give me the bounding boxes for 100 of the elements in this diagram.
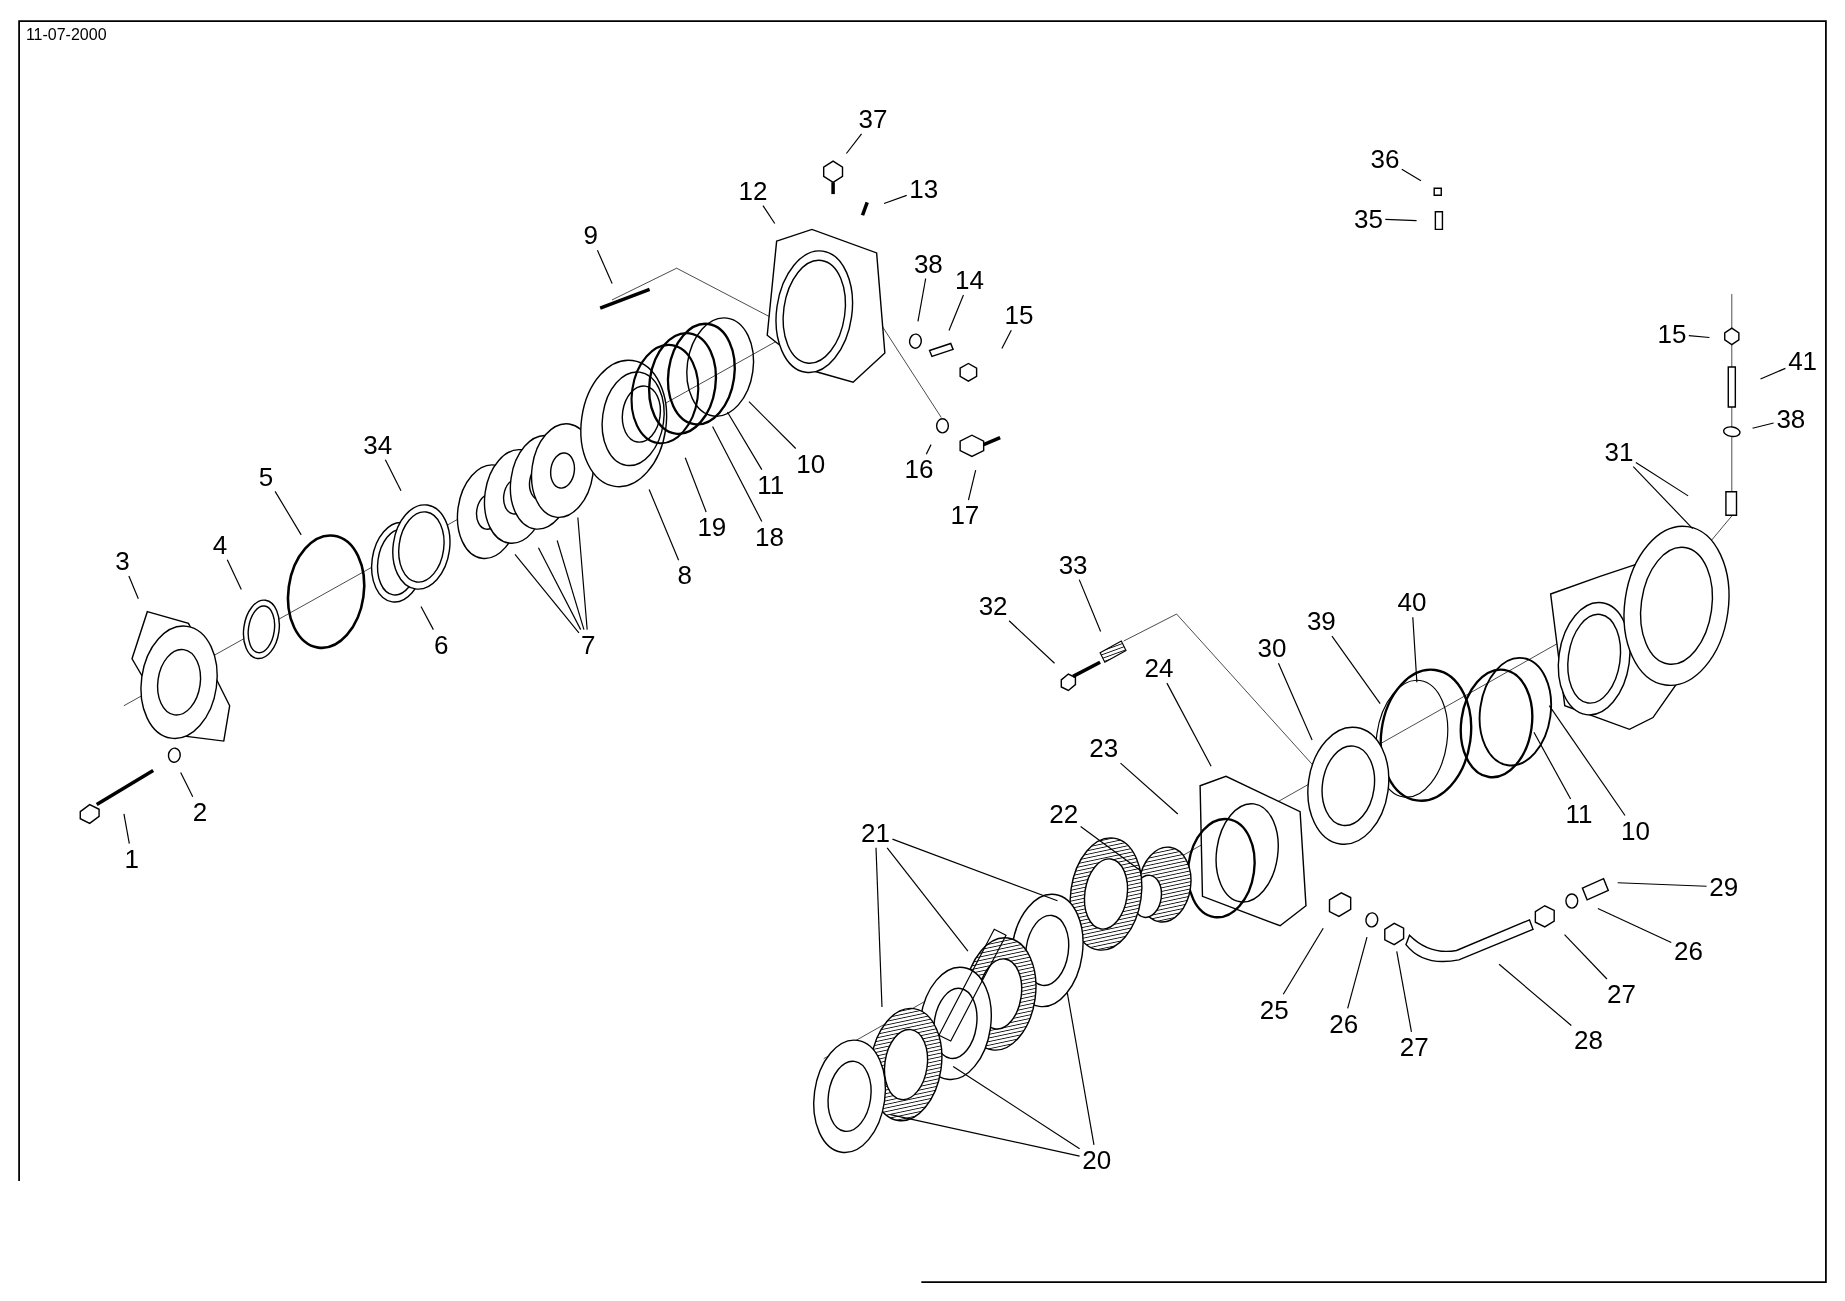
leader-line (917, 277, 927, 322)
callout-number: 32 (976, 590, 1011, 621)
leader-line (1008, 620, 1056, 664)
callout-number: 19 (694, 512, 729, 543)
callout-number: 37 (856, 103, 891, 134)
leader-line (1277, 662, 1313, 741)
callout-number: 20 (1079, 1145, 1114, 1176)
callout-number: 15 (1002, 300, 1036, 331)
callout-number: 30 (1254, 633, 1289, 664)
leader-line (1498, 963, 1572, 1027)
callout-number: 27 (1397, 1032, 1432, 1063)
leader-line (886, 847, 969, 952)
leader-line (1166, 682, 1212, 767)
callout-number: 40 (1395, 587, 1429, 618)
callout-number: 28 (1571, 1025, 1606, 1056)
leader-line (1632, 466, 1694, 530)
callout-number: 6 (431, 629, 451, 660)
callout-number: 8 (675, 560, 695, 591)
leader-line (948, 294, 965, 331)
callout-number: 1 (122, 843, 142, 874)
callout-number: 27 (1604, 979, 1639, 1010)
callout-number: 31 (1602, 436, 1637, 467)
leader-line (762, 204, 776, 225)
leader-line (891, 838, 1059, 902)
callout-number: 26 (1326, 1008, 1361, 1039)
callout-number: 5 (256, 461, 276, 492)
callout-number: 10 (1618, 815, 1653, 846)
leader-line (1548, 705, 1626, 817)
leader-line (384, 459, 402, 492)
leader-line (1635, 461, 1689, 497)
callout-number: 21 (858, 818, 893, 849)
leader-line (226, 559, 242, 591)
callout-number: 10 (793, 448, 828, 479)
leader-line (925, 444, 932, 455)
date-label: 11-07-2000 (25, 25, 107, 44)
leader-line (1597, 908, 1672, 944)
leader-line (537, 547, 582, 631)
leader-line (556, 539, 585, 631)
leader-line (1401, 168, 1422, 182)
leader-line (1412, 616, 1418, 683)
leader-line (684, 457, 707, 513)
callout-number: 18 (752, 521, 787, 552)
leader-line (726, 411, 763, 471)
callout-number: 16 (901, 454, 936, 485)
leader-line (123, 813, 130, 845)
leader-line (274, 490, 302, 536)
leader-line (1001, 329, 1012, 350)
leader-line (1563, 933, 1608, 980)
callout-number: 36 (1367, 143, 1402, 174)
leader-line (748, 401, 797, 450)
callout-number: 15 (1655, 319, 1690, 350)
leader-line (1396, 950, 1413, 1033)
callout-number: 33 (1056, 549, 1091, 580)
leader-line (845, 133, 863, 155)
callout-number: 35 (1351, 203, 1386, 234)
callout-number: 22 (1046, 799, 1081, 830)
leader-line (1347, 936, 1368, 1009)
leader-line (577, 516, 588, 631)
leader-line (1688, 335, 1711, 339)
callout-number: 2 (190, 796, 210, 827)
callout-number: 12 (736, 175, 771, 206)
leader-line (1384, 218, 1418, 222)
leader-line (1759, 367, 1786, 380)
callout-number: 4 (210, 529, 230, 560)
callout-number: 41 (1785, 346, 1820, 377)
callout-number: 9 (581, 220, 601, 251)
leader-line (1066, 992, 1095, 1146)
leader-line (1282, 927, 1324, 995)
leader-line (1533, 731, 1572, 800)
leader-line (128, 575, 139, 600)
leader-line (952, 1065, 1081, 1150)
leader-line (514, 553, 580, 634)
leader-line (967, 469, 977, 501)
callout-number: 24 (1142, 653, 1176, 684)
callout-number: 17 (947, 500, 982, 531)
callout-number: 7 (578, 629, 598, 660)
callout-number: 34 (360, 429, 395, 460)
callout-number: 23 (1086, 733, 1121, 764)
callout-number: 13 (906, 174, 941, 205)
callout-number: 11 (1562, 799, 1597, 830)
leader-line (648, 488, 680, 561)
callout-number: 39 (1304, 606, 1339, 637)
leader-line (875, 847, 883, 1008)
leader-line (180, 771, 194, 798)
callout-number: 3 (112, 546, 132, 577)
leader-line (883, 194, 908, 205)
callout-number: 14 (952, 265, 987, 296)
callout-number: 11 (753, 469, 788, 500)
leader-line (889, 1114, 1081, 1157)
callout-number: 29 (1706, 872, 1741, 903)
callout-number: 38 (1773, 403, 1808, 434)
callout-number: 38 (911, 248, 946, 279)
leader-line (1751, 422, 1775, 429)
callout-number: 26 (1671, 935, 1706, 966)
leader-line (1119, 762, 1179, 815)
leader-line (420, 605, 434, 631)
leader-line (596, 249, 613, 285)
leader-line (1617, 882, 1708, 887)
leader-line (1078, 579, 1102, 633)
callout-number: 25 (1257, 994, 1292, 1025)
